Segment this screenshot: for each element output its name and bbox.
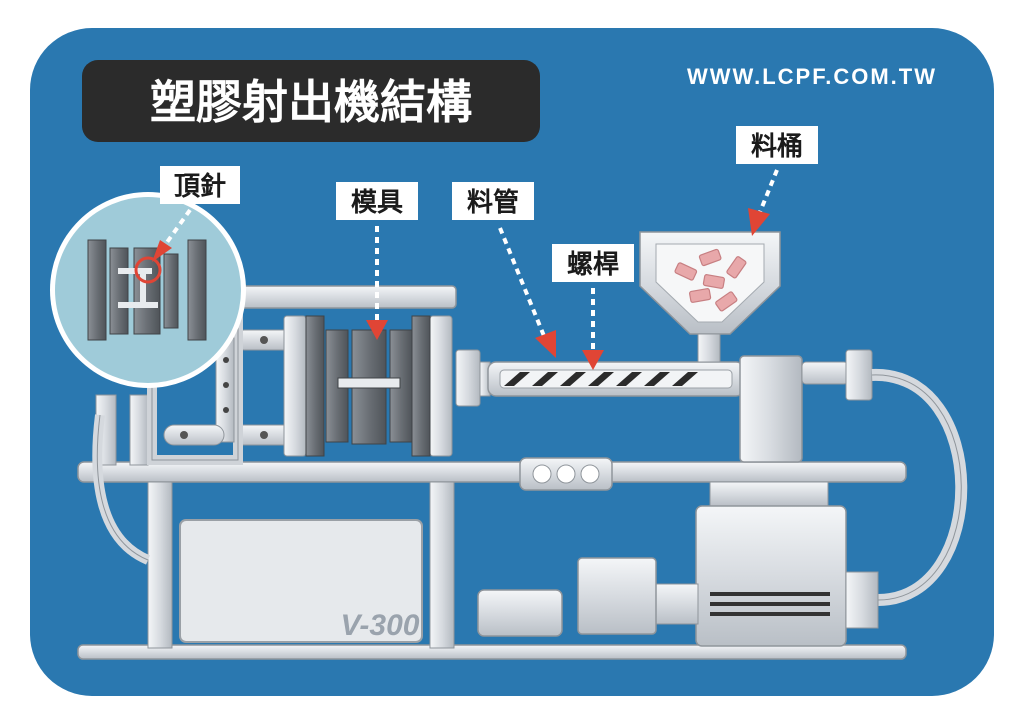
oil-tank xyxy=(477,589,563,637)
machine: V-300 xyxy=(77,231,968,660)
label-hopper: 料桶 xyxy=(751,131,803,162)
ejector-pin-inset xyxy=(50,192,246,388)
motor xyxy=(695,505,847,647)
mold xyxy=(305,315,431,457)
callout-barrel: 料管 xyxy=(452,182,556,358)
page-title: 塑膠射出機結構 xyxy=(150,75,472,129)
website-url: WWW.LCPF.COM.TW xyxy=(687,64,937,89)
pellet-icon xyxy=(674,248,747,312)
arrow-icon xyxy=(582,350,604,370)
barrel xyxy=(487,361,745,397)
callout-hopper: 料桶 xyxy=(736,126,818,236)
hopper xyxy=(639,231,781,363)
label-screw: 螺桿 xyxy=(567,250,619,280)
arrow-icon xyxy=(152,240,172,262)
callout-ejector-pin: 頂針 xyxy=(152,166,240,262)
title-block: 塑膠射出機結構 xyxy=(82,60,540,142)
pump xyxy=(577,557,657,635)
model-label: V-300 xyxy=(341,609,420,642)
callout-screw: 螺桿 xyxy=(552,244,634,370)
label-barrel: 料管 xyxy=(467,188,519,218)
arrow-icon xyxy=(535,330,556,358)
arrow-icon xyxy=(366,320,388,340)
arrow-icon xyxy=(748,208,770,236)
control-cabinet xyxy=(179,519,423,643)
screw xyxy=(504,372,698,386)
highlight-circle-icon xyxy=(134,256,162,284)
callout-mold: 模具 xyxy=(336,182,418,340)
label-mold: 模具 xyxy=(351,188,403,218)
label-ejector-pin: 頂針 xyxy=(174,171,226,202)
